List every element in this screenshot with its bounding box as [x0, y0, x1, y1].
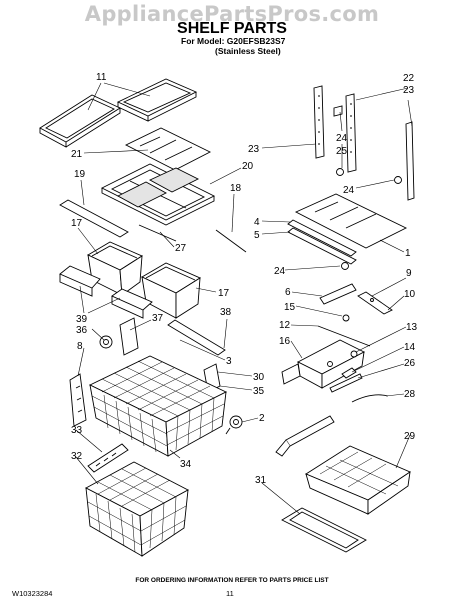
document-id: W10323284: [12, 589, 53, 598]
callout-26: 26: [404, 358, 416, 369]
model-line: For Model: G20EFSB23S7: [181, 36, 286, 46]
part-crisper-cover-20: [100, 163, 216, 226]
watermark: AppliancePartsPros.com: [84, 2, 380, 26]
callout-21: 21: [71, 149, 83, 160]
part-rod-12: [317, 325, 371, 347]
callout-3: 3: [226, 356, 232, 367]
model-finish: (Stainless Steel): [215, 46, 281, 56]
part-handle-2: [275, 415, 335, 457]
part-rails-22-23: [313, 85, 415, 201]
callout-32: 32: [71, 451, 83, 462]
callout-35: 35: [253, 386, 265, 397]
callout-13: 13: [406, 322, 418, 333]
part-bracket-37: [119, 317, 139, 356]
callout-5: 5: [254, 230, 260, 241]
callout-15: 15: [284, 302, 296, 313]
callout-17-lower: 17: [218, 288, 230, 299]
part-screw-15: [342, 314, 350, 322]
callout-8: 8: [77, 341, 83, 352]
part-glass-shelf-1: [294, 193, 408, 249]
callout-25: 25: [336, 146, 348, 157]
part-26: [329, 373, 363, 393]
callout-14: 14: [404, 342, 416, 353]
callout-37: 37: [152, 313, 164, 324]
ordering-note: FOR ORDERING INFORMATION REFER TO PARTS …: [135, 577, 329, 584]
callout-9: 9: [406, 268, 412, 279]
callout-39: 39: [76, 314, 88, 325]
callout-23-left: 23: [248, 144, 260, 155]
part-panel-3: [281, 363, 301, 385]
callout-31: 31: [255, 475, 267, 486]
callout-4: 4: [254, 217, 260, 228]
callout-10: 10: [404, 289, 416, 300]
part-brackets-39: [59, 265, 153, 319]
page-number: 11: [226, 589, 234, 598]
callout-24-lower: 24: [274, 266, 286, 277]
callout-27: 27: [175, 243, 187, 254]
part-glass-21: [124, 127, 212, 171]
leader-lines: [75, 82, 413, 515]
callout-22: 22: [403, 73, 415, 84]
callout-19: 19: [74, 169, 86, 180]
part-wire-28: [351, 394, 389, 403]
part-bracket-10: [357, 291, 393, 315]
part-lower-basket-32: [85, 461, 189, 557]
callout-34: 34: [180, 459, 192, 470]
page-title: SHELF PARTS: [177, 20, 287, 37]
callout-12: 12: [279, 320, 291, 331]
part-trim-5: [287, 227, 357, 265]
callout-17-upper: 17: [71, 218, 83, 229]
part-rod-18: [215, 229, 247, 253]
callout-2: 2: [259, 413, 265, 424]
part-divider-33: [87, 443, 129, 473]
part-trim-4: [287, 219, 357, 257]
callout-11: 11: [96, 72, 107, 83]
part-tray-31: [281, 507, 367, 553]
part-shelf-frames: [39, 78, 198, 148]
callout-30: 30: [253, 372, 265, 383]
callout-20: 20: [242, 161, 254, 172]
callout-38: 38: [220, 307, 232, 318]
part-bin-29: [305, 445, 411, 515]
part-rod-27: [138, 224, 177, 242]
part-gear-2: [225, 415, 243, 435]
callout-18: 18: [230, 183, 242, 194]
callout-numbers: 11 21 19 20 18 17 27 17 39 37 36 38 8 3 …: [71, 72, 418, 486]
part-side-rail-8: [69, 373, 87, 427]
callout-6: 6: [285, 287, 291, 298]
callout-29: 29: [404, 431, 416, 442]
part-crisper-drawer-right: [141, 262, 201, 319]
part-trim-19: [59, 199, 129, 238]
callout-16: 16: [279, 336, 291, 347]
callout-24-upper: 24: [336, 133, 348, 144]
part-crisper-drawer-left: [87, 241, 143, 296]
callout-24-mid: 24: [343, 185, 355, 196]
part-14: [341, 367, 357, 379]
callout-36: 36: [76, 325, 88, 336]
part-rail-38: [167, 319, 226, 356]
callout-33: 33: [71, 425, 83, 436]
part-bracket-6: [319, 283, 357, 305]
part-13: [350, 350, 358, 358]
callout-28: 28: [404, 389, 416, 400]
callout-1: 1: [405, 248, 411, 259]
callout-23-right: 23: [403, 85, 415, 96]
part-housing-16: [297, 339, 365, 389]
part-freezer-basket-34: [88, 355, 228, 457]
